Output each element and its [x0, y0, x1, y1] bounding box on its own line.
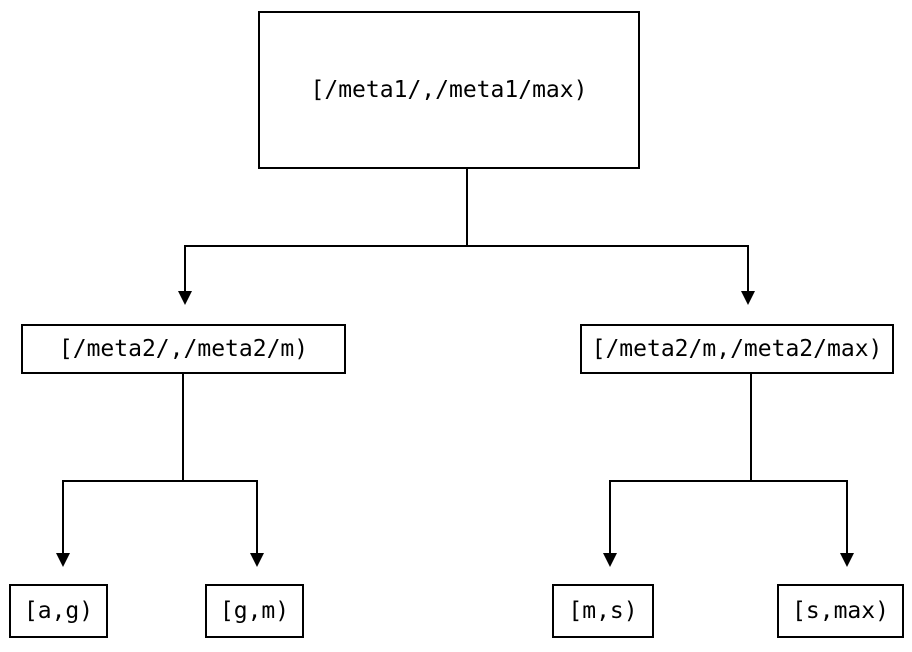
node-leaf-ms[interactable]: [m,s) — [552, 584, 654, 638]
arrowhead-down-icon-leaf-gm — [250, 553, 264, 567]
arrowhead-down-icon-mid-left — [178, 291, 192, 305]
edge-mid-left-to-leaf-ag-drop — [62, 480, 64, 553]
edge-mid-right-crossbar — [609, 480, 848, 482]
edge-root-crossbar — [184, 245, 749, 247]
edge-mid-right-stem — [750, 374, 752, 482]
arrowhead-down-icon-mid-right — [741, 291, 755, 305]
node-mid-left-label: [/meta2/,/meta2/m) — [58, 335, 309, 362]
edge-mid-right-to-leaf-ms-drop — [609, 480, 611, 553]
arrowhead-down-icon-leaf-smax — [840, 553, 854, 567]
node-leaf-ms-label: [m,s) — [568, 597, 638, 624]
node-leaf-ag-label: [a,g) — [23, 597, 94, 624]
edge-root-stem — [466, 168, 468, 247]
node-leaf-ag[interactable]: [a,g) — [9, 584, 108, 638]
node-root[interactable]: [/meta1/,/meta1/max) — [258, 11, 640, 169]
node-leaf-smax-label: [s,max) — [792, 597, 889, 624]
node-leaf-smax[interactable]: [s,max) — [777, 584, 904, 638]
edge-mid-left-stem — [182, 374, 184, 482]
node-mid-left[interactable]: [/meta2/,/meta2/m) — [21, 324, 346, 374]
edge-root-to-mid-left-drop — [184, 245, 186, 291]
edge-mid-left-crossbar — [62, 480, 258, 482]
edge-mid-right-to-leaf-smax-drop — [846, 480, 848, 553]
edge-mid-left-to-leaf-gm-drop — [256, 480, 258, 553]
node-root-label: [/meta1/,/meta1/max) — [310, 76, 588, 103]
node-leaf-gm[interactable]: [g,m) — [205, 584, 304, 638]
edge-root-to-mid-right-drop — [747, 245, 749, 291]
node-leaf-gm-label: [g,m) — [219, 597, 290, 624]
node-mid-right-label: [/meta2/m,/meta2/max) — [591, 335, 883, 362]
arrowhead-down-icon-leaf-ag — [56, 553, 70, 567]
arrowhead-down-icon-leaf-ms — [603, 553, 617, 567]
node-mid-right[interactable]: [/meta2/m,/meta2/max) — [580, 324, 894, 374]
